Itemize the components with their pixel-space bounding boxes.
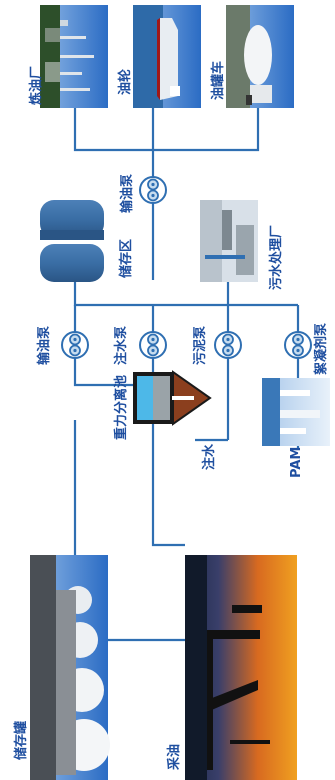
water-injection-pump-icon [139,331,167,359]
refinery-label: 炼油厂 [28,66,44,105]
refinery-photo [40,5,108,108]
storage-tanks-label: 储存罐 [13,721,29,761]
sludge-pump-label: 污泥泵 [192,326,208,365]
storage-area-label: 储存区 [118,239,134,279]
sludge-pump-icon [214,331,242,359]
water-injection-label: 注水 [201,443,217,470]
gravity-separation-tank-label: 重力分离池 [113,375,129,440]
wastewater-plant-label: 污水处理厂 [268,225,284,290]
flocculant-pump-icon [284,331,312,359]
oil-pump-label: 输油泵 [36,326,52,365]
tanker-ship-photo [133,5,201,108]
storage-area-tanks [40,200,104,282]
gravity-separation-tank [133,370,212,426]
wastewater-plant-photo [200,200,258,282]
pam-label: PAM [289,447,304,478]
tanker-ship-label: 油轮 [117,69,133,95]
oil-pump-top-label: 输油泵 [119,174,135,213]
flocculant-pump-label: 絮凝剂泵 [313,323,329,375]
oil-pump-icon [61,331,89,359]
tank-truck-photo [226,5,294,108]
pam-photo [262,378,330,446]
oil-extraction-label: 采油 [166,744,182,771]
water-injection-pump-label: 注水泵 [113,326,129,365]
oil-pump-top-icon [139,176,167,204]
oil-extraction-photo [185,555,297,780]
tank-truck-label: 油罐车 [210,61,226,100]
storage-tanks-photo [30,555,110,780]
